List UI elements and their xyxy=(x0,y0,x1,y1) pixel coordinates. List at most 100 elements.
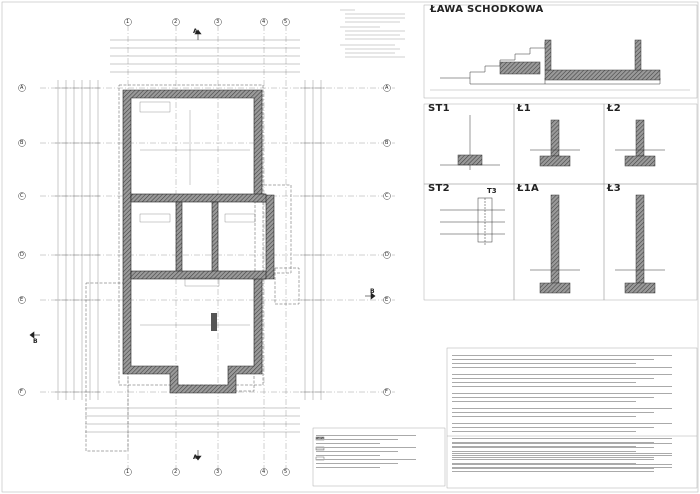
l1a-section xyxy=(530,194,580,294)
axis-label-left: E xyxy=(20,297,24,303)
axis-number-bottom: 3 xyxy=(216,469,220,475)
fine-print-line xyxy=(316,443,380,444)
fine-print-line xyxy=(452,442,654,443)
fine-print-line xyxy=(452,363,636,364)
st1-section xyxy=(440,115,500,170)
fine-print-line xyxy=(452,408,672,409)
axis-number-bottom: 4 xyxy=(262,469,266,475)
fine-print-line xyxy=(452,438,672,439)
axis-label-right: F xyxy=(385,389,388,395)
axis-label-left: D xyxy=(20,252,24,258)
st2-section xyxy=(440,197,505,245)
fine-print-line xyxy=(452,447,654,448)
fine-print-line xyxy=(452,367,672,368)
chimney-block xyxy=(211,313,217,331)
fine-print-line xyxy=(452,359,654,360)
axis-label-right: A xyxy=(385,85,389,91)
fine-print-line xyxy=(452,378,654,379)
fine-print-line xyxy=(316,439,398,440)
fine-print-line xyxy=(452,393,672,394)
notes-list xyxy=(452,352,682,472)
axis-label-right: B xyxy=(385,140,389,146)
fine-print-line xyxy=(452,457,654,458)
st1-title: ST1 xyxy=(428,103,450,114)
legend-swatches xyxy=(315,436,325,461)
fine-print-line xyxy=(316,447,416,448)
section-marker: A xyxy=(193,454,198,461)
fine-print-line xyxy=(316,463,398,464)
l2-section xyxy=(615,119,665,167)
l1a-title: Ł1A xyxy=(517,183,540,194)
section-detail-frames xyxy=(423,103,698,301)
axis-number-top: 5 xyxy=(284,19,288,25)
stairs-footing-title: ŁAWA SCHODKOWA xyxy=(430,4,544,15)
fine-print-line xyxy=(452,386,672,387)
spec-text-block xyxy=(340,9,405,58)
fine-print-line xyxy=(316,459,416,460)
axis-number-top: 1 xyxy=(126,19,130,25)
axis-label-left: B xyxy=(20,140,24,146)
axis-number-bottom: 1 xyxy=(126,469,130,475)
fine-print-line xyxy=(452,471,654,472)
fine-print-line xyxy=(452,464,672,465)
axis-number-bottom: 2 xyxy=(174,469,178,475)
dimension-lines-right xyxy=(300,80,325,400)
fine-print-line xyxy=(452,453,672,454)
fine-print-line xyxy=(452,416,636,417)
fine-print-line xyxy=(452,468,654,469)
section-marker: A xyxy=(193,28,198,35)
dimension-lines-left xyxy=(55,80,100,400)
footnotes-list xyxy=(452,440,682,472)
legend-frame xyxy=(312,427,446,487)
axis-label-right: C xyxy=(385,193,389,199)
section-cut-marks xyxy=(29,29,376,461)
l2-title: Ł2 xyxy=(607,103,621,114)
legend-text xyxy=(316,432,436,468)
fine-print-line xyxy=(452,455,672,456)
dimension-lines-bottom xyxy=(85,407,300,433)
fine-print-line xyxy=(452,446,636,447)
dimension-lines-top xyxy=(110,39,300,73)
notes-frame xyxy=(446,347,698,489)
section-marker: B xyxy=(33,338,38,345)
axis-label-left: C xyxy=(20,193,24,199)
foundation-walls xyxy=(122,89,275,394)
l1-section xyxy=(530,119,580,167)
axis-bubbles xyxy=(18,18,391,476)
fine-print-line xyxy=(452,374,672,375)
fine-print-line xyxy=(452,382,636,383)
axis-label-right: D xyxy=(385,252,389,258)
axis-number-top: 2 xyxy=(174,19,178,25)
fine-print-line xyxy=(452,431,636,432)
fine-print-line xyxy=(316,435,416,436)
l3-title: Ł3 xyxy=(607,183,621,194)
fine-print-line xyxy=(452,459,654,460)
fine-print-line xyxy=(316,467,380,468)
t3-title: T3 xyxy=(487,187,497,195)
fine-print-line xyxy=(452,423,672,424)
section-marker: B xyxy=(370,288,375,295)
axis-label-left: A xyxy=(20,85,24,91)
fine-print-line xyxy=(452,355,672,356)
l3-section xyxy=(615,194,665,294)
fine-print-line xyxy=(452,463,636,464)
axis-label-left: F xyxy=(20,389,23,395)
fine-print-line xyxy=(316,455,380,456)
fine-print-line xyxy=(452,467,672,468)
st2-title: ST2 xyxy=(428,183,450,194)
l1-title: Ł1 xyxy=(517,103,531,114)
axis-number-top: 4 xyxy=(262,19,266,25)
axis-number-top: 3 xyxy=(216,19,220,25)
stairs-footing-detail xyxy=(423,4,698,99)
fine-print-line xyxy=(316,451,398,452)
axis-label-right: E xyxy=(385,297,389,303)
fine-print-line xyxy=(452,451,636,452)
axis-number-bottom: 5 xyxy=(284,469,288,475)
room-details xyxy=(139,101,256,326)
fine-print-line xyxy=(452,401,636,402)
fine-print-line xyxy=(452,412,654,413)
fine-print-line xyxy=(452,397,654,398)
fine-print-line xyxy=(452,427,654,428)
